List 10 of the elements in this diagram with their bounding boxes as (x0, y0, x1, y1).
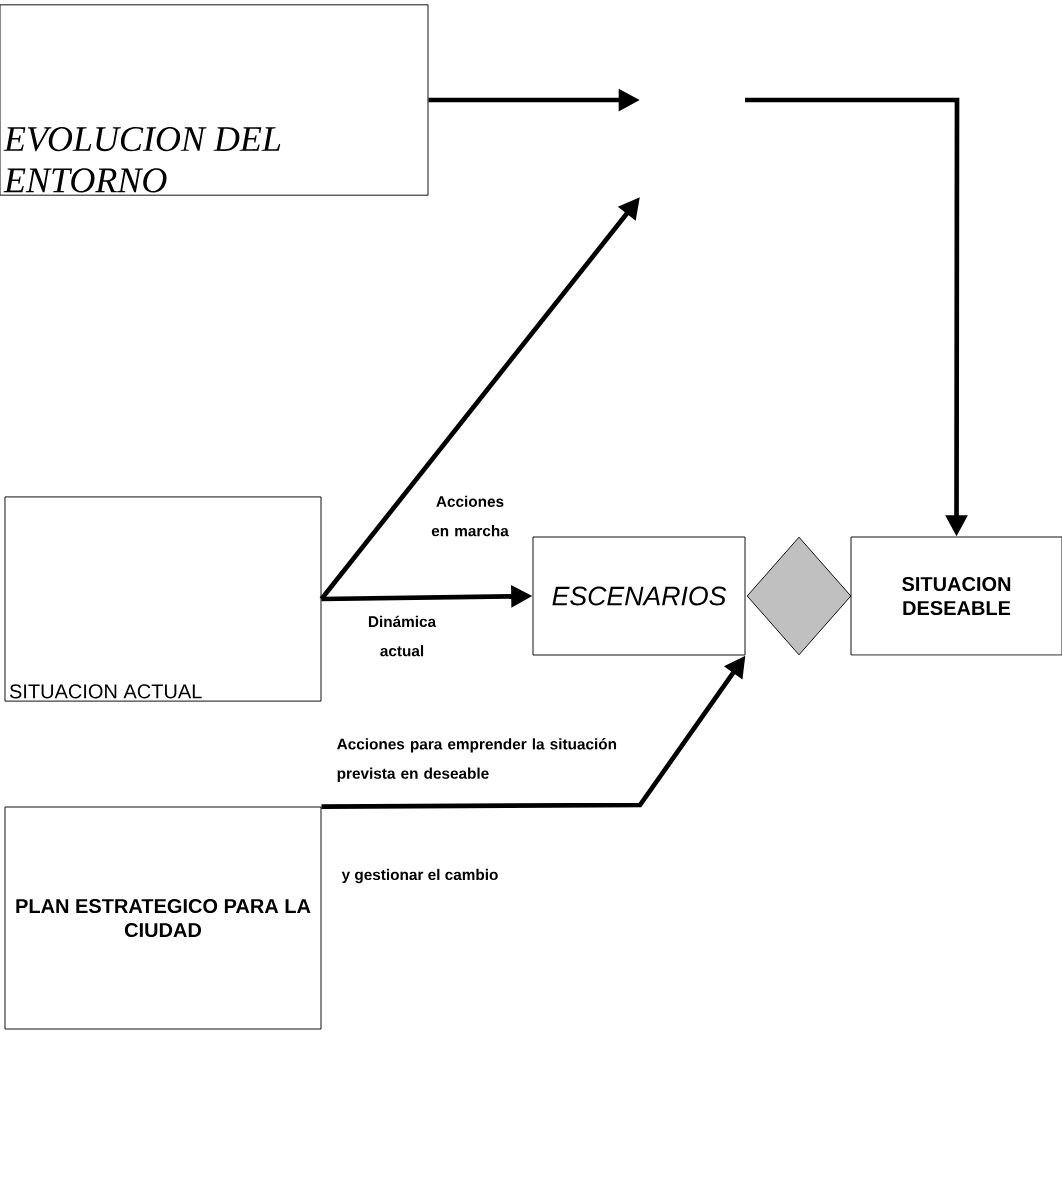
text-box: PLAN ESTRATEGICO PARA LA CIUDAD (4, 806, 322, 1030)
edge-label: Acciones en marcha (415, 494, 525, 538)
text-box: SITUACION ACTUAL (4, 496, 322, 702)
edge-label: Dinámica actual (359, 614, 445, 658)
text-box: SITUACION DESEABLE (850, 536, 1062, 656)
decision-diamond (746, 536, 852, 656)
label-text: y gestionar el cambio (341, 868, 498, 884)
text-box: EVOLUCION DEL ENTORNO (0, 4, 429, 196)
edge-label: Acciones para emprender la situación prevista en deseable (335, 736, 621, 784)
text-box: ESCENARIOS (532, 536, 746, 656)
